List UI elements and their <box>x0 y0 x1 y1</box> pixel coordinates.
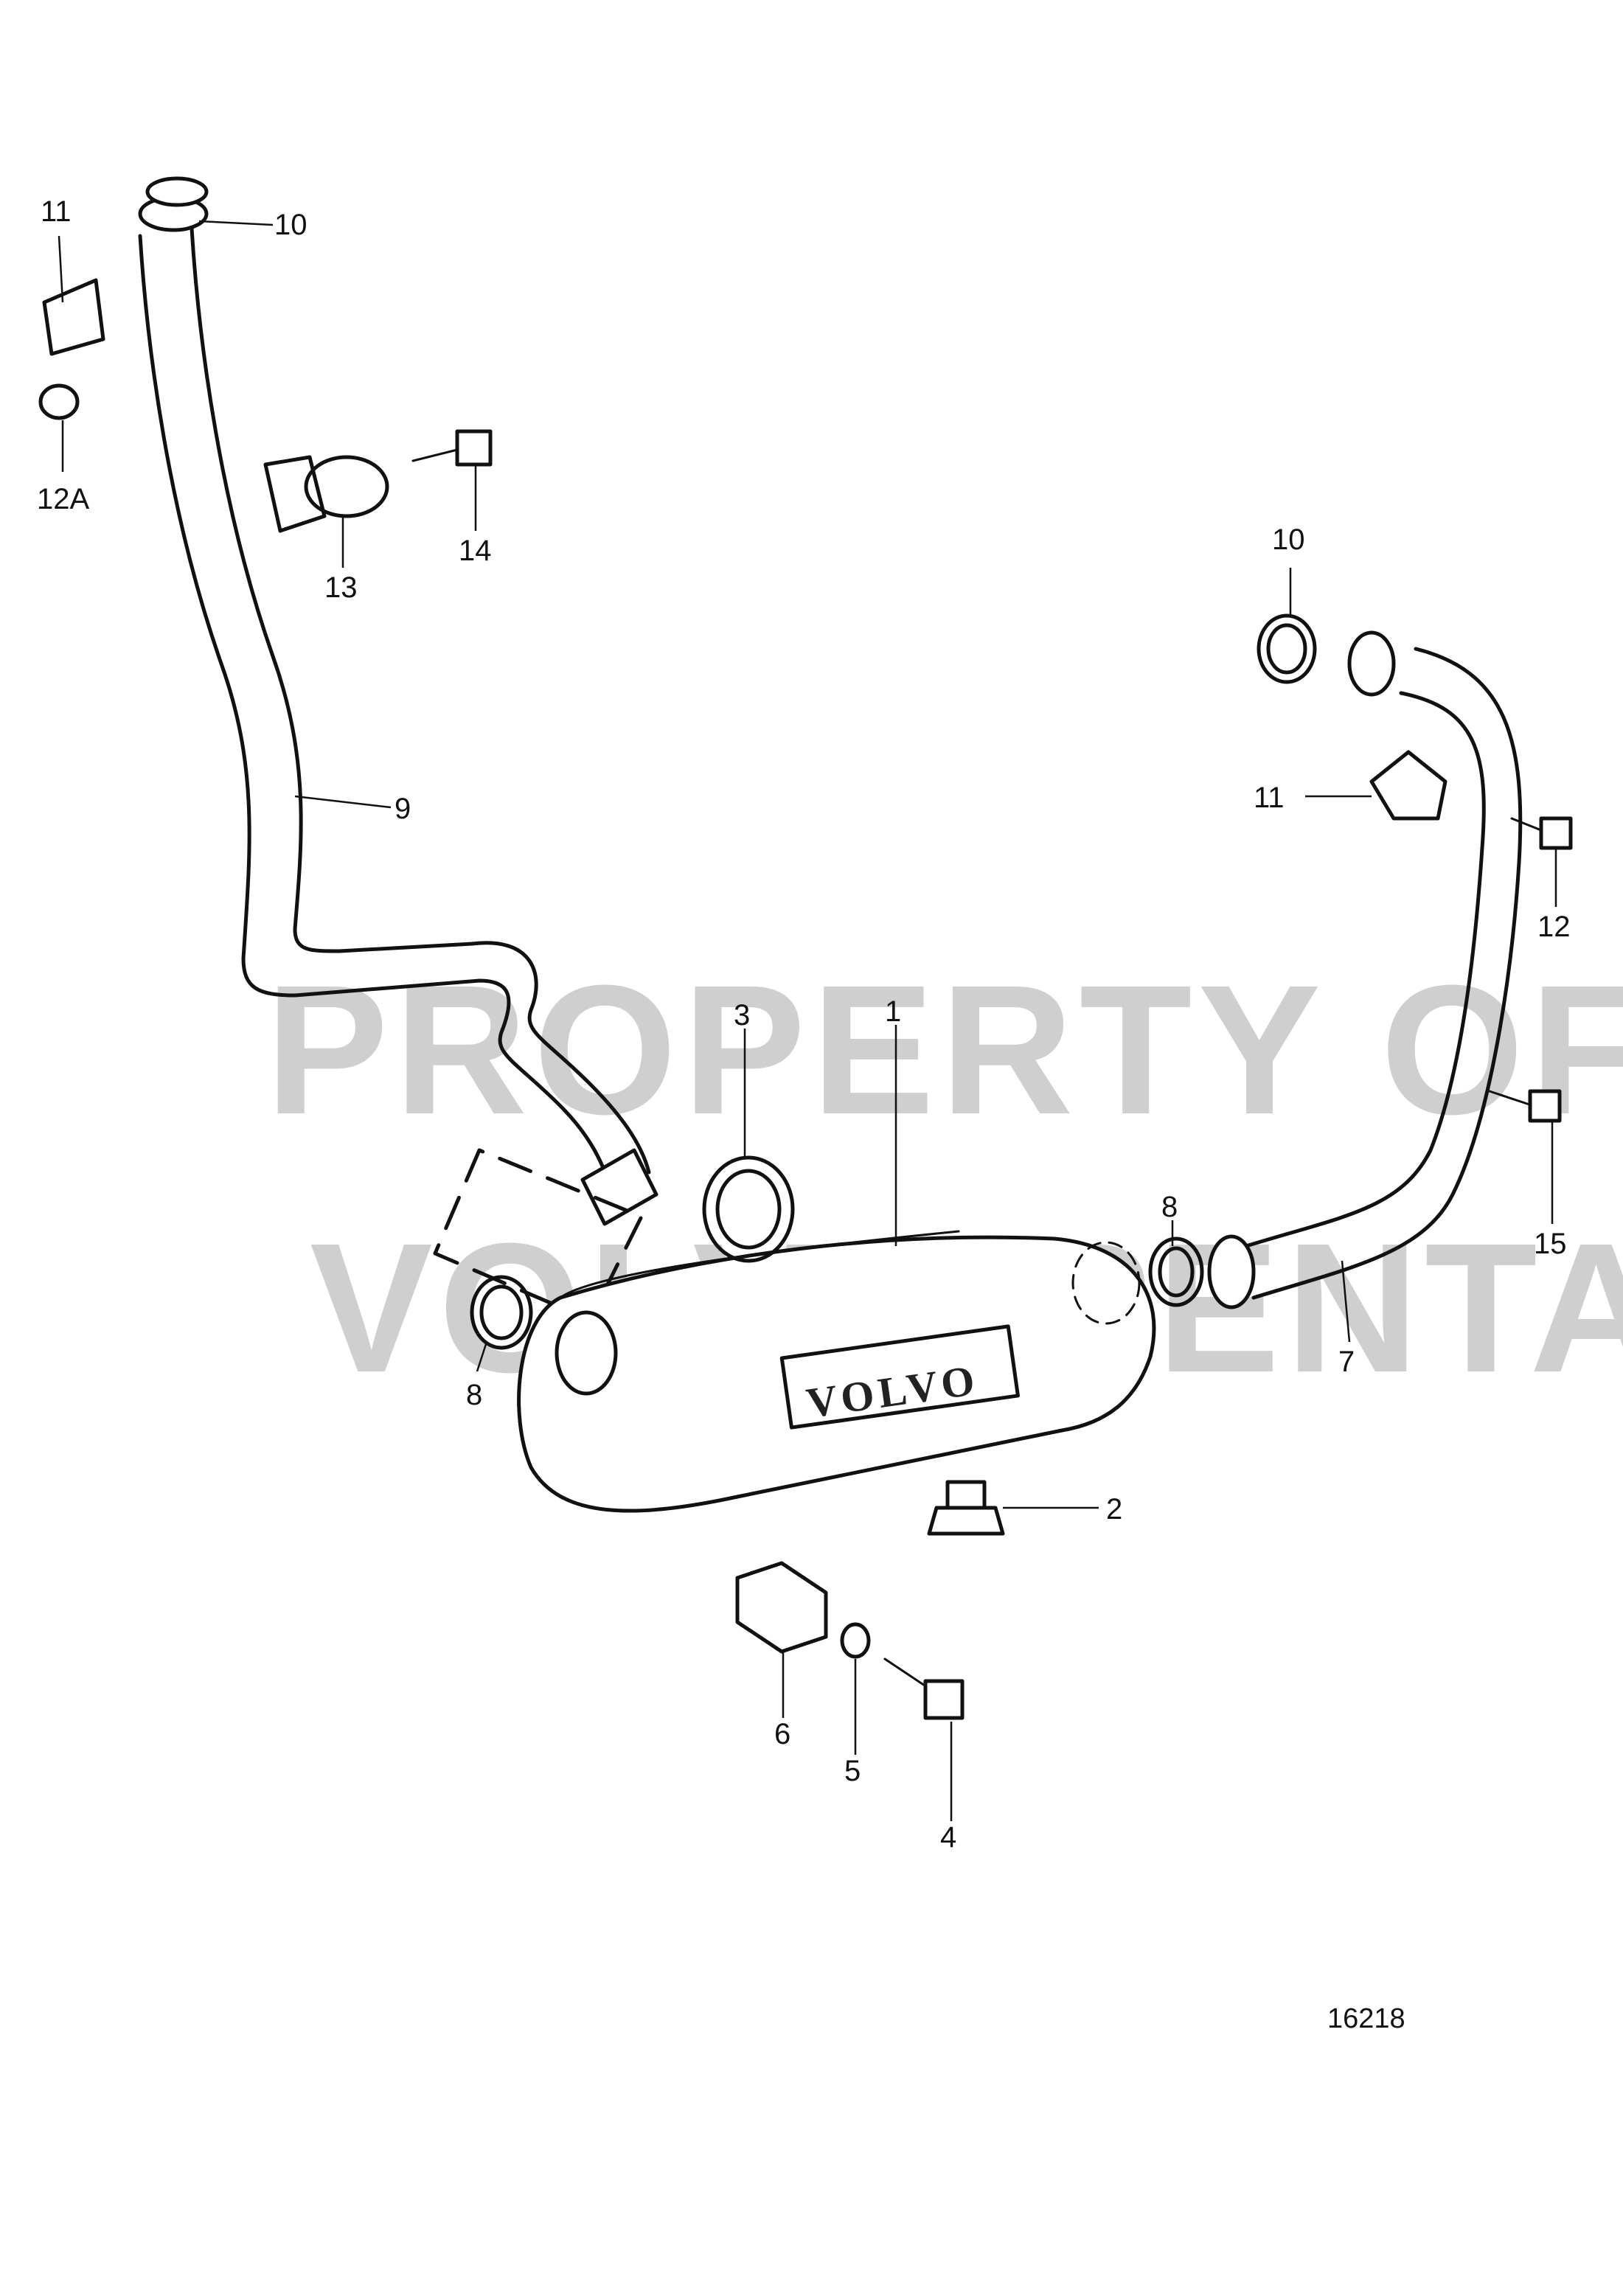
callout-5: 5 <box>844 1755 861 1787</box>
seal-ring-left <box>470 1275 533 1350</box>
volvo-emblem <box>779 1324 1020 1430</box>
callout-12a: 12A <box>37 483 89 515</box>
callout-9: 9 <box>395 793 411 825</box>
screw-12a <box>38 383 80 420</box>
callout-10b: 10 <box>1272 523 1305 556</box>
cooler-port-left <box>555 1310 618 1396</box>
diagram-reference-number: 16218 <box>1327 2003 1405 2034</box>
seal-ring-right <box>1148 1236 1204 1307</box>
callout-13: 13 <box>324 571 358 604</box>
callouts: 1 2 3 4 5 6 7 8 8 9 10 10 11 11 12 12A 1… <box>37 195 1571 1854</box>
pipe-right <box>1207 630 1523 1309</box>
callout-4: 4 <box>940 1821 956 1854</box>
screw-14 <box>411 429 493 467</box>
watermark-line-1: PROPERTY OF <box>265 947 1623 1152</box>
callout-12: 12 <box>1537 911 1571 943</box>
callout-15: 15 <box>1534 1228 1567 1260</box>
callout-7: 7 <box>1338 1346 1355 1378</box>
callout-11b: 11 <box>1254 782 1285 814</box>
callout-3: 3 <box>734 999 750 1032</box>
callout-2: 2 <box>1106 1493 1122 1526</box>
callout-6: 6 <box>774 1718 790 1750</box>
drain-plug <box>927 1480 1005 1536</box>
bolt-4 <box>883 1657 965 1720</box>
callout-8a: 8 <box>466 1379 482 1411</box>
leader-lines <box>58 220 1557 1821</box>
callout-14: 14 <box>459 535 492 567</box>
bracket-right <box>1369 750 1448 821</box>
screw-15 <box>1488 1089 1562 1123</box>
callout-10a: 10 <box>274 209 307 241</box>
callout-11a: 11 <box>41 195 72 228</box>
pipe-left <box>138 176 658 1226</box>
o-ring-3 <box>702 1155 795 1263</box>
washer-5 <box>840 1622 871 1659</box>
callout-8b: 8 <box>1161 1191 1178 1223</box>
bracket-left <box>42 278 105 356</box>
bracket-6 <box>735 1561 828 1654</box>
ring-right-10 <box>1257 613 1317 684</box>
clamp-13 <box>263 455 389 533</box>
oil-cooler: VOLVO <box>517 1230 1156 1513</box>
pipe-right-top-fitting <box>1347 630 1396 697</box>
screw-12 <box>1510 816 1573 850</box>
callout-1: 1 <box>885 995 901 1028</box>
pipe-right-inlet <box>1207 1234 1256 1309</box>
